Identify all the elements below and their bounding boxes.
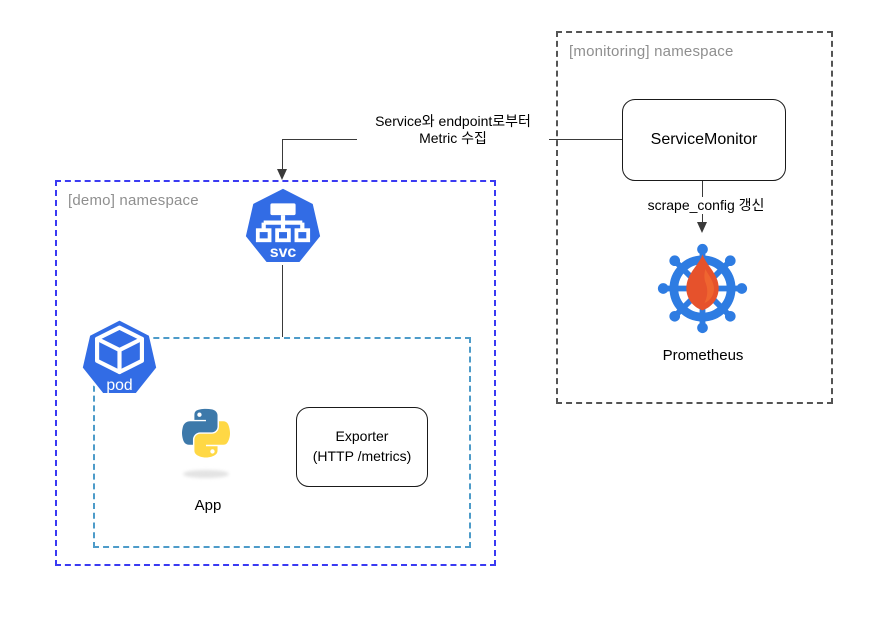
app-label: App bbox=[194, 497, 222, 514]
exporter-node-label-line2: (HTTP /metrics) bbox=[312, 448, 412, 464]
demo-namespace-label: [demo] namespace bbox=[68, 192, 199, 209]
monitoring-namespace-box: [monitoring] namespace bbox=[556, 31, 833, 404]
servicemonitor-node: ServiceMonitor bbox=[622, 99, 786, 181]
monitoring-namespace-label: [monitoring] namespace bbox=[569, 43, 734, 60]
metric-collect-label-line2: Metric 수집 bbox=[419, 130, 487, 146]
python-logo-shadow bbox=[183, 470, 229, 478]
arrowhead-to-svc-icon bbox=[277, 169, 287, 180]
demo-namespace-box: [demo] namespace bbox=[55, 180, 496, 566]
prometheus-kubernetes-wheel-icon bbox=[657, 243, 748, 334]
pod-icon-label: pod bbox=[106, 377, 132, 394]
prometheus-label: Prometheus bbox=[662, 347, 744, 364]
kubernetes-pod-icon: pod bbox=[80, 317, 159, 396]
pod-boundary-box bbox=[93, 337, 471, 548]
edge-servicemonitor-to-svc-vertical bbox=[282, 139, 283, 170]
metric-collect-edge-label: Service와 endpoint로부터 Metric 수집 bbox=[357, 113, 549, 147]
scrape-config-edge-label: scrape_config 갱신 bbox=[627, 197, 785, 214]
svc-icon-label: svc bbox=[270, 244, 297, 261]
arrowhead-to-prometheus-icon bbox=[697, 222, 707, 233]
python-logo-icon bbox=[182, 408, 231, 458]
metric-collect-label-line1: Service와 endpoint로부터 bbox=[375, 113, 531, 129]
exporter-node: Exporter (HTTP /metrics) bbox=[296, 407, 428, 487]
edge-svc-to-pod bbox=[282, 265, 283, 337]
kubernetes-service-icon: svc bbox=[243, 185, 323, 265]
exporter-node-label-line1: Exporter bbox=[335, 428, 389, 445]
servicemonitor-node-label: ServiceMonitor bbox=[650, 131, 758, 148]
